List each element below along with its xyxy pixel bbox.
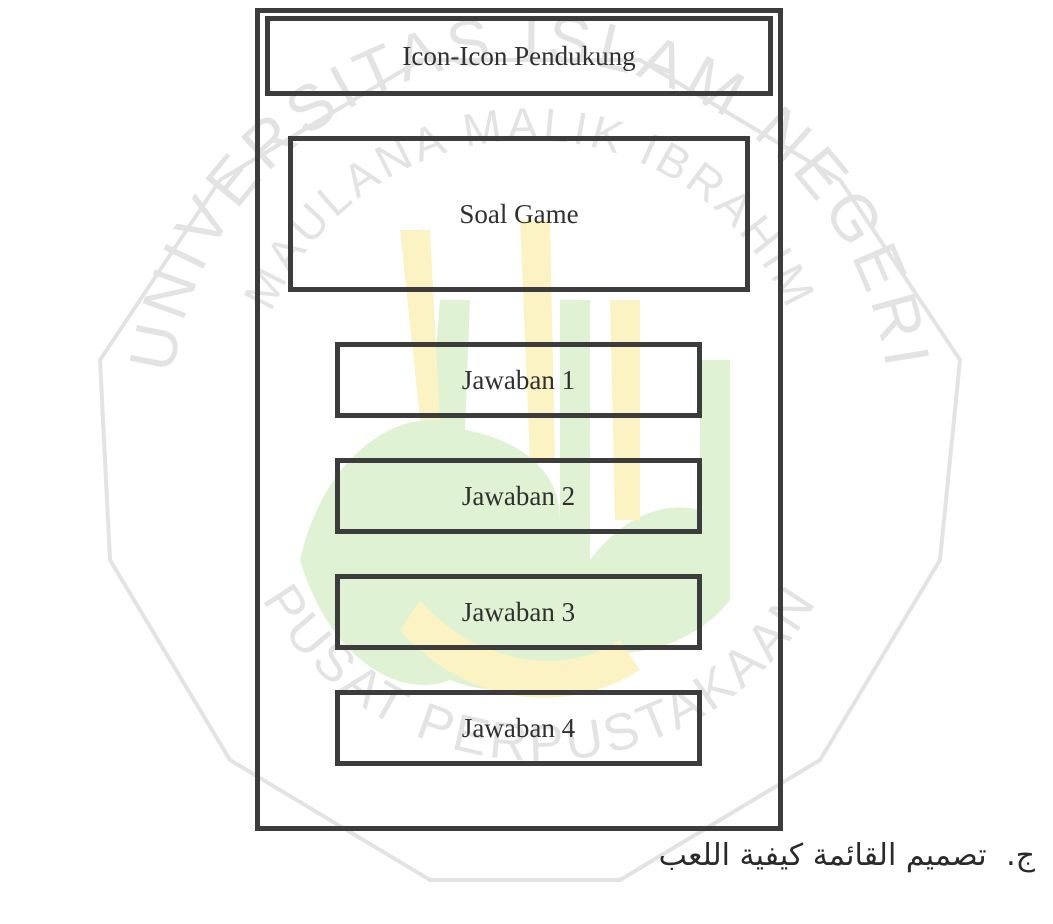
- screen-frame: [255, 8, 783, 831]
- answer-box-1: Jawaban 1: [335, 342, 702, 418]
- answer-box-2: Jawaban 2: [335, 458, 702, 534]
- caption-text: تصميم القائمة كيفية اللعب: [658, 838, 987, 873]
- question-box: Soal Game: [288, 136, 750, 292]
- answer-label-2: Jawaban 2: [461, 480, 576, 511]
- icons-bar-label: Icon-Icon Pendukung: [402, 40, 636, 71]
- figure-caption: ج. تصميم القائمة كيفية اللعب: [659, 838, 1035, 873]
- question-label: Soal Game: [459, 198, 579, 229]
- caption-marker: ج.: [1006, 838, 1035, 873]
- answer-label-4: Jawaban 4: [461, 712, 576, 743]
- answer-label-3: Jawaban 3: [461, 596, 576, 627]
- icons-bar-box: Icon-Icon Pendukung: [265, 16, 773, 96]
- watermark-calligraphy-green: [300, 300, 730, 690]
- watermark-ring: [97, 58, 963, 882]
- answer-label-1: Jawaban 1: [461, 364, 576, 395]
- answer-box-3: Jawaban 3: [335, 574, 702, 650]
- answer-box-4: Jawaban 4: [335, 690, 702, 766]
